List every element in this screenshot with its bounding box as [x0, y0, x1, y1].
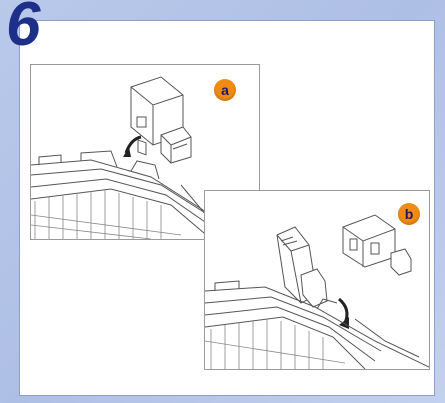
arrow-head-a: [123, 147, 131, 157]
cartridge-b-spare: [342, 214, 412, 276]
printer-body-b: [205, 280, 429, 369]
illustration-b-drawing: [205, 214, 429, 369]
illustration-b: [204, 190, 430, 370]
step-number: 6: [6, 0, 41, 59]
illustration-a-drawing: [31, 76, 259, 239]
cartridge-b-installed: [276, 226, 328, 308]
badge-b: b: [398, 203, 420, 225]
cartridge-a: [130, 76, 192, 164]
rotation-arrow-b: [337, 297, 349, 324]
badge-a: a: [214, 79, 236, 101]
